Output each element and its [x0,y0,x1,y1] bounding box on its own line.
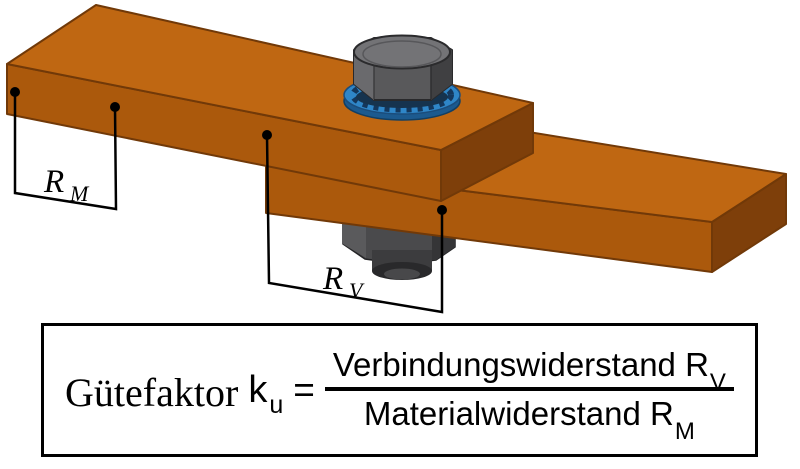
numerator-subscript: V [709,369,726,397]
rm-measurement: R M [10,87,120,211]
formula-denominator: Materialwiderstand RM [363,391,695,445]
formula-equals-sign: = [293,369,315,410]
rv-probe-dot-left [262,130,272,140]
bolt-tip-end [384,268,420,280]
rm-label: R [43,164,64,200]
washer-serrations [350,77,454,113]
rm-probe-dot-left [10,87,20,97]
formula-fraction: Verbindungswiderstand RV Materialwiderst… [324,346,734,445]
denominator-symbol: R [650,395,674,432]
denominator-text: Materialwiderstand [363,395,641,432]
numerator-text: Verbindungswiderstand [332,346,676,384]
denominator-subscript: M [674,418,695,445]
rm-label-sub: M [69,181,90,206]
formula-box: Gütefaktor k u = Verbindungswiderstand R… [41,323,758,457]
numerator-symbol: R [685,346,709,384]
rv-label-sub: V [349,278,365,303]
formula-numerator: Verbindungswiderstand RV [324,346,734,396]
formula-k-symbol: k [248,368,268,411]
rv-probe-dot-right [437,205,447,215]
bolt-head [353,34,453,108]
bolt-head-machined-circle [362,40,442,68]
rm-probe-dot-right [110,102,120,112]
rm-bracket [13,92,118,211]
rv-bracket [265,134,444,314]
rv-measurement: R V [262,130,447,314]
nut-left-facet [343,219,366,258]
formula-k-subscript: u [269,390,284,419]
formula: Gütefaktor k u = Verbindungswiderstand R… [65,346,734,445]
formula-lhs-text: Gütefaktor [65,369,239,415]
rv-label: R [322,261,343,297]
